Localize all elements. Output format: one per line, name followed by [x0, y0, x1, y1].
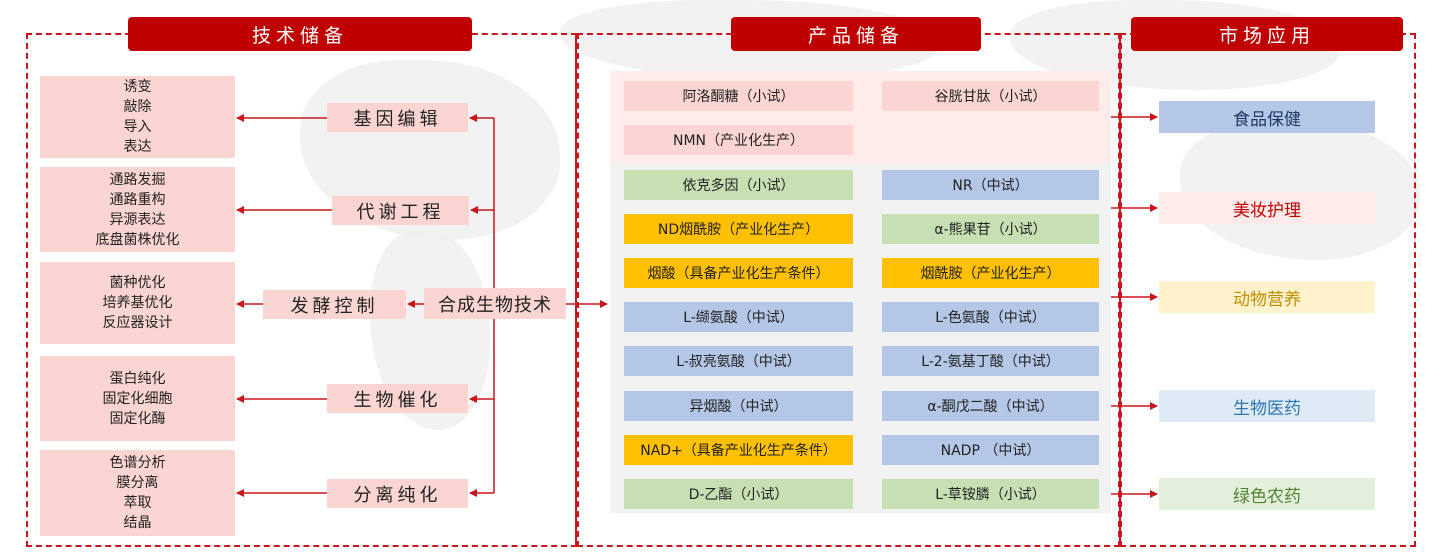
- product-item: 依克多因（小试）: [624, 170, 853, 200]
- product-item: NAD+（具备产业化生产条件）: [624, 435, 853, 465]
- tech-detail-item: 导入: [123, 119, 152, 135]
- tech-detail-item: 萃取: [123, 495, 152, 511]
- tech-detail-box: 蛋白纯化 固定化细胞 固定化酶: [40, 356, 235, 441]
- market-food-health: 食品保健: [1159, 101, 1375, 133]
- header-market: 市场应用: [1131, 17, 1403, 51]
- tech-label-gene-editing: 基因编辑: [327, 103, 468, 132]
- product-item: D-乙酯（小试）: [624, 479, 853, 509]
- product-item: 烟酸（具备产业化生产条件）: [624, 258, 853, 288]
- tech-detail-item: 菌种优化: [109, 275, 166, 291]
- tech-label-biocatalysis: 生物催化: [327, 384, 468, 413]
- tech-detail-item: 通路重构: [109, 191, 166, 208]
- product-item: NMN（产业化生产）: [624, 125, 853, 155]
- product-item: L-缬氨酸（中试）: [624, 302, 853, 332]
- tech-detail-item: 膜分离: [116, 475, 159, 491]
- tech-label-separation: 分离纯化: [327, 479, 468, 508]
- product-item: L-2-氨基丁酸（中试）: [882, 346, 1099, 376]
- center-tech-label: 合成生物技术: [424, 288, 566, 319]
- product-item: 异烟酸（中试）: [624, 391, 853, 421]
- product-item: 烟酰胺（产业化生产）: [882, 258, 1099, 288]
- product-item: NR（中试）: [882, 170, 1099, 200]
- tech-detail-item: 固定化酶: [109, 410, 166, 427]
- tech-detail-box: 诱变 敲除 导入 表达: [40, 76, 235, 158]
- world-map-background: [1180, 120, 1420, 260]
- tech-detail-item: 敲除: [123, 99, 152, 115]
- product-item: 阿洛酮糖（小试）: [624, 81, 853, 111]
- tech-detail-item: 固定化细胞: [102, 390, 173, 407]
- product-item: α-酮戊二酸（中试）: [882, 391, 1099, 421]
- product-item: L-叔亮氨酸（中试）: [624, 346, 853, 376]
- tech-detail-box: 色谱分析 膜分离 萃取 结晶: [40, 450, 235, 536]
- tech-label-metabolic-engineering: 代谢工程: [332, 196, 469, 225]
- tech-detail-item: 通路发掘: [109, 171, 166, 188]
- tech-detail-item: 异源表达: [109, 211, 166, 228]
- tech-detail-item: 色谱分析: [109, 455, 166, 471]
- market-biomedicine: 生物医药: [1159, 390, 1375, 422]
- tech-detail-box: 通路发掘 通路重构 异源表达 底盘菌株优化: [40, 167, 235, 252]
- product-item: L-草铵膦（小试）: [882, 479, 1099, 509]
- market-animal-nutrition: 动物营养: [1159, 281, 1375, 313]
- product-item: 谷胱甘肽（小试）: [882, 81, 1099, 111]
- header-tech: 技术储备: [128, 17, 472, 51]
- tech-label-fermentation-control: 发酵控制: [263, 290, 406, 319]
- section-divider: [1119, 34, 1121, 546]
- tech-detail-item: 培养基优化: [102, 295, 173, 311]
- header-product: 产品储备: [731, 17, 981, 51]
- section-divider: [575, 34, 577, 546]
- tech-detail-item: 结晶: [123, 515, 152, 531]
- tech-detail-item: 反应器设计: [102, 315, 173, 331]
- tech-detail-item: 蛋白纯化: [109, 370, 166, 387]
- product-item: NADP （中试）: [882, 435, 1099, 465]
- tech-detail-item: 底盘菌株优化: [95, 231, 180, 248]
- product-item: α-熊果苷（小试）: [882, 214, 1099, 244]
- tech-detail-item: 诱变: [123, 79, 152, 95]
- product-item: ND烟酰胺（产业化生产）: [624, 214, 853, 244]
- tech-detail-item: 表达: [123, 139, 152, 155]
- tech-detail-box: 菌种优化 培养基优化 反应器设计: [40, 262, 235, 344]
- market-green-pesticide: 绿色农药: [1159, 478, 1375, 510]
- product-item: L-色氨酸（中试）: [882, 302, 1099, 332]
- market-beauty-care: 美妆护理: [1159, 192, 1375, 224]
